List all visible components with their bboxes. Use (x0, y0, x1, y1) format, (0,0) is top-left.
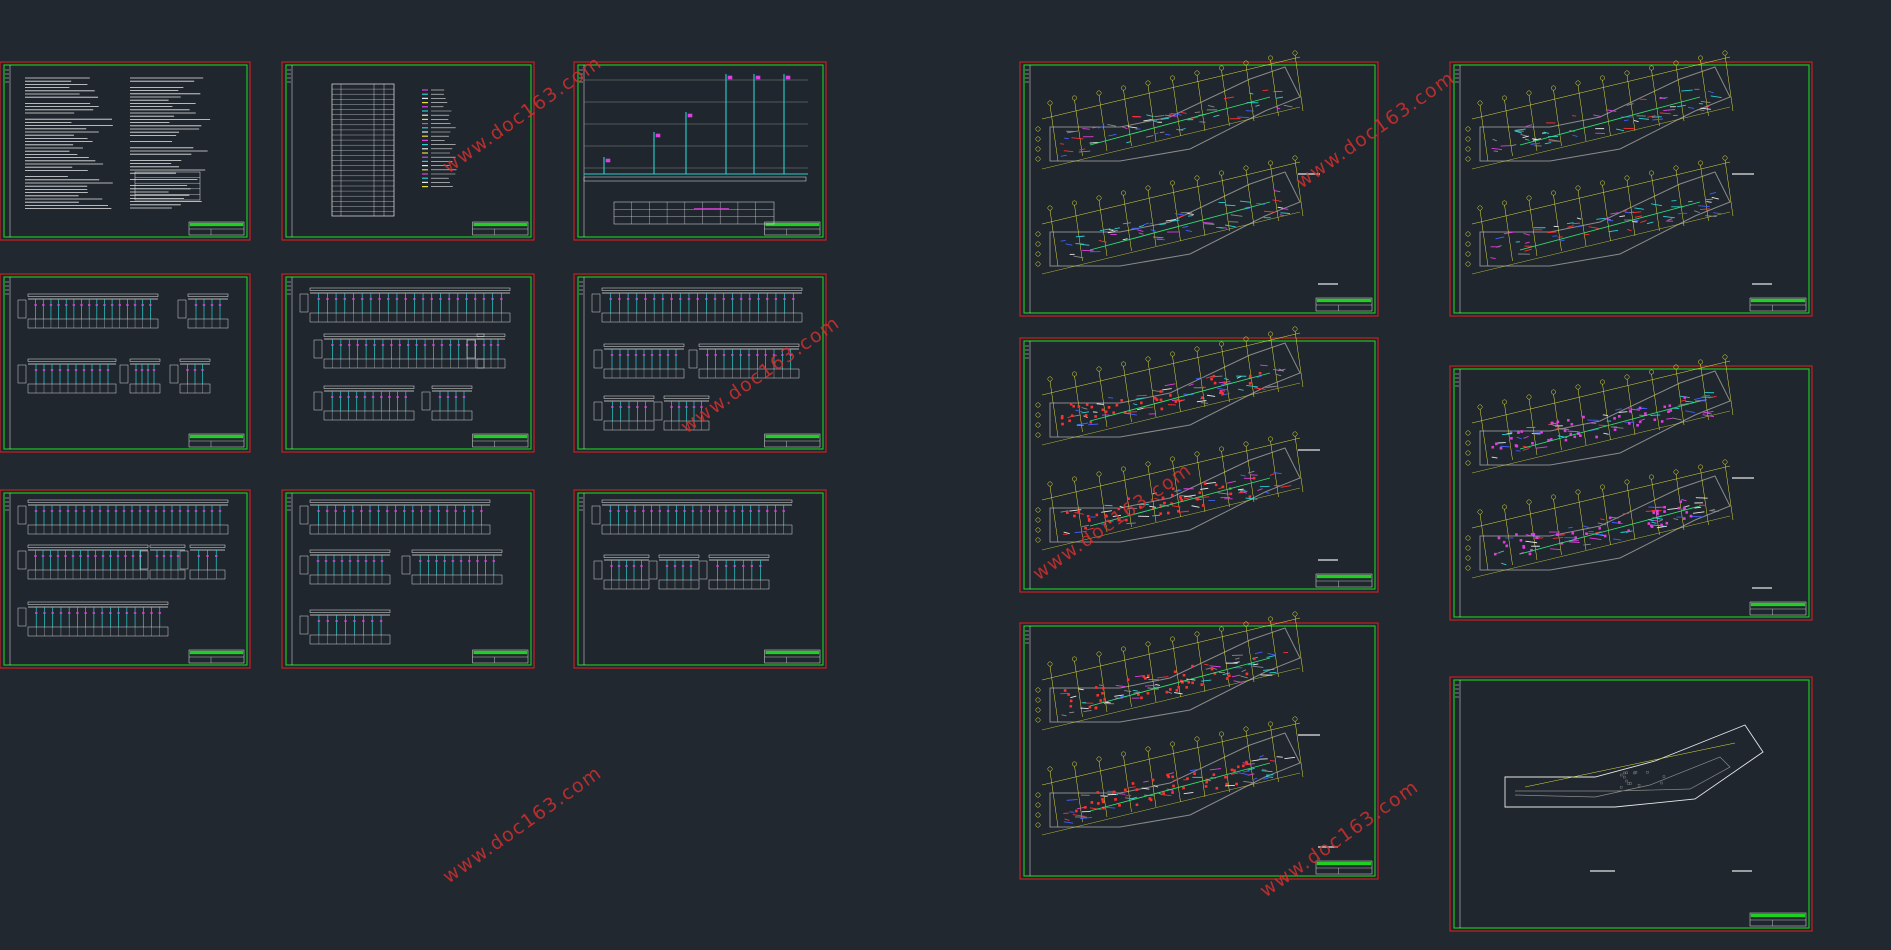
sheet-distribution-6[interactable] (573, 489, 827, 669)
sheet-floor-plan-1[interactable] (1019, 50, 1379, 317)
sheet-design-notes[interactable] (0, 61, 251, 241)
sheet-floor-plan-3[interactable] (1019, 326, 1379, 593)
sheet-floor-plan-2[interactable] (1449, 50, 1813, 317)
sheet-distribution-2[interactable] (281, 273, 535, 453)
sheet-roof-plan[interactable] (1449, 676, 1813, 932)
sheet-distribution-4[interactable] (0, 489, 251, 669)
sheet-floor-plan-5[interactable] (1019, 611, 1379, 880)
sheet-distribution-3[interactable] (573, 273, 827, 453)
sheet-distribution-1[interactable] (0, 273, 251, 453)
sheet-distribution-5[interactable] (281, 489, 535, 669)
sheet-riser-diagram[interactable] (573, 61, 827, 241)
sheet-floor-plan-4[interactable] (1449, 354, 1813, 621)
sheet-legend-table[interactable] (281, 61, 535, 241)
